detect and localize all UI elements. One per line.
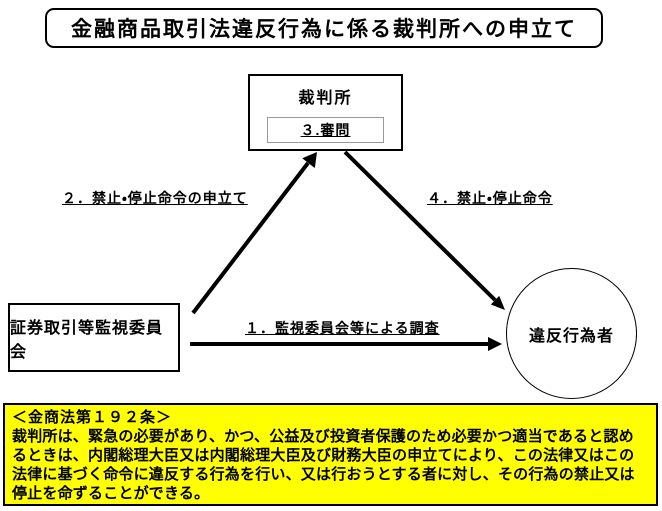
violator-label: 違反行為者 — [528, 327, 614, 345]
application-flow-label: ２．禁止・停止命令の申立て — [62, 190, 248, 206]
investigation-flow-label: １．監視委員会等による調査 — [245, 320, 440, 336]
application-arrow — [191, 152, 317, 315]
commission-node: 証券取引等監視委員会 — [8, 303, 180, 372]
commission-label: 証券取引等監視委員会 — [10, 319, 164, 361]
investigation-arrow — [190, 337, 502, 351]
order-arrow — [343, 150, 505, 310]
hearing-step-box: ３.審問 — [267, 117, 384, 143]
order-flow-label: ４．禁止・停止命令 — [427, 190, 553, 206]
violator-node: 違反行為者 — [506, 268, 637, 399]
page-title: 金融商品取引法違反行為に係る裁判所への申立て — [71, 18, 577, 41]
law-note-heading: ＜金商法第１９２条＞ — [12, 409, 173, 426]
court-label: 裁判所 — [298, 90, 353, 107]
hearing-step-label: ３.審問 — [300, 122, 351, 138]
court-node: 裁判所 ３.審問 — [248, 74, 403, 151]
law-note-body: 裁判所は、緊急の必要があり、かつ、公益及び投資者保護のため必要かつ適当であると認… — [12, 428, 635, 502]
title-box: 金融商品取引法違反行為に係る裁判所への申立て — [45, 8, 603, 48]
law-note: ＜金商法第１９２条＞ 裁判所は、緊急の必要があり、かつ、公益及び投資者保護のため… — [3, 403, 658, 506]
